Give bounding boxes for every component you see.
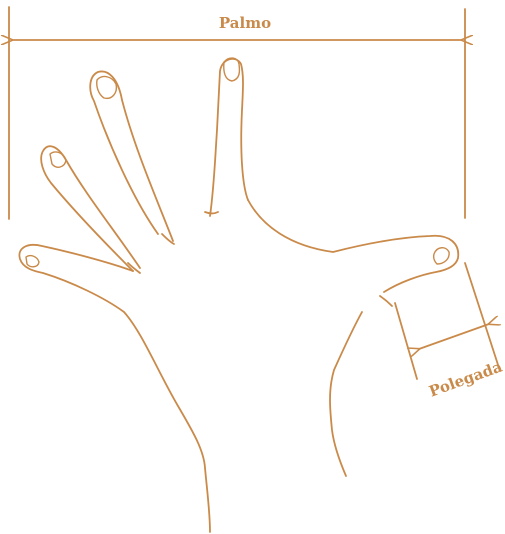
- pinky-finger: [18, 244, 211, 533]
- middle-finger: [89, 70, 174, 242]
- fingernails: [25, 57, 450, 268]
- knuckle-crease-1: [127, 262, 141, 274]
- thumb-base: [329, 311, 363, 477]
- thumb-width-arrow: [419, 324, 489, 349]
- thumb-width-left-tick: [394, 302, 418, 380]
- middle-nail: [96, 75, 118, 100]
- index-nail: [223, 57, 241, 82]
- thumb-width-label: Polegada: [427, 357, 505, 400]
- thumb-nail: [432, 247, 450, 265]
- thumb-width-measurement: [394, 262, 501, 380]
- thumb-crease: [379, 295, 393, 307]
- ring-finger: [40, 145, 141, 272]
- thumb-width-right-tick: [464, 262, 501, 372]
- thumb-web: [247, 199, 460, 293]
- hand-outline: [18, 57, 460, 533]
- pinky-nail: [25, 254, 40, 268]
- span-label: Palmo: [219, 14, 271, 32]
- index-finger: [209, 57, 249, 217]
- knuckle-crease-3: [204, 211, 219, 215]
- ring-nail: [49, 151, 67, 168]
- span-measurement: [9, 6, 465, 220]
- knuckle-crease-2: [161, 233, 175, 245]
